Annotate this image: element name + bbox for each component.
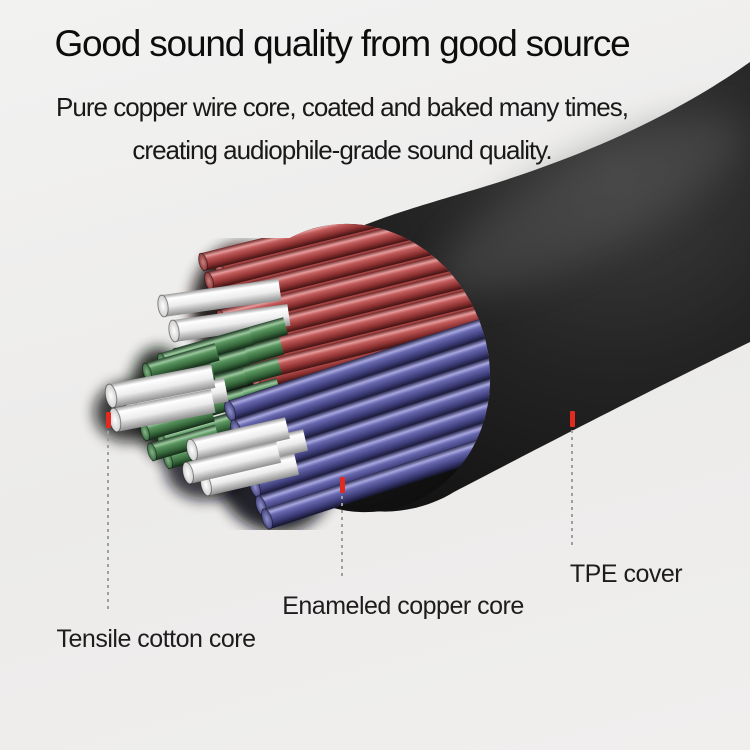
- wire: [146, 424, 220, 462]
- label-tpe-cover: TPE cover: [569, 560, 683, 588]
- header: Good sound quality from good source Pure…: [0, 23, 684, 172]
- marker-tensile-cotton-core: [106, 412, 111, 428]
- wire-cut-end: [182, 461, 194, 485]
- tensile-cotton-core-wires: [104, 364, 229, 433]
- wire-cut-end: [104, 383, 118, 409]
- cable-sheen-highlight: [437, 117, 743, 293]
- wire-cut-end: [146, 442, 158, 462]
- page-title: Good sound quality from good source: [54, 23, 630, 64]
- leader-line-tpe-cover: [571, 430, 573, 546]
- wire: [168, 303, 291, 343]
- label-enameled-copper-core: Enameled copper core: [282, 592, 524, 620]
- wire: [182, 441, 282, 485]
- wire: [157, 278, 282, 318]
- cotton-core-bottom-pair: [182, 417, 308, 497]
- wire: [223, 318, 489, 422]
- leader-line-enameled-copper-core: [341, 496, 343, 577]
- label-tensile-cotton-core: Tensile cotton core: [56, 625, 256, 653]
- wire: [186, 417, 290, 462]
- marker-tpe-cover: [570, 411, 575, 427]
- wire-cut-end: [260, 508, 274, 530]
- wire-cut-end: [198, 252, 208, 272]
- wire: [104, 364, 216, 409]
- cotton-core-white-pair: [157, 278, 291, 343]
- wire-cut-end: [168, 319, 180, 343]
- wire: [260, 432, 505, 530]
- wire-cut-end: [157, 294, 169, 318]
- leader-line-tensile-cotton-core: [107, 431, 109, 611]
- subtitle-line-1: Pure copper wire core, coated and baked …: [56, 91, 629, 122]
- marker-enameled-copper-core: [340, 477, 345, 493]
- subtitle-line-2: creating audiophile-grade sound quality.: [132, 134, 552, 165]
